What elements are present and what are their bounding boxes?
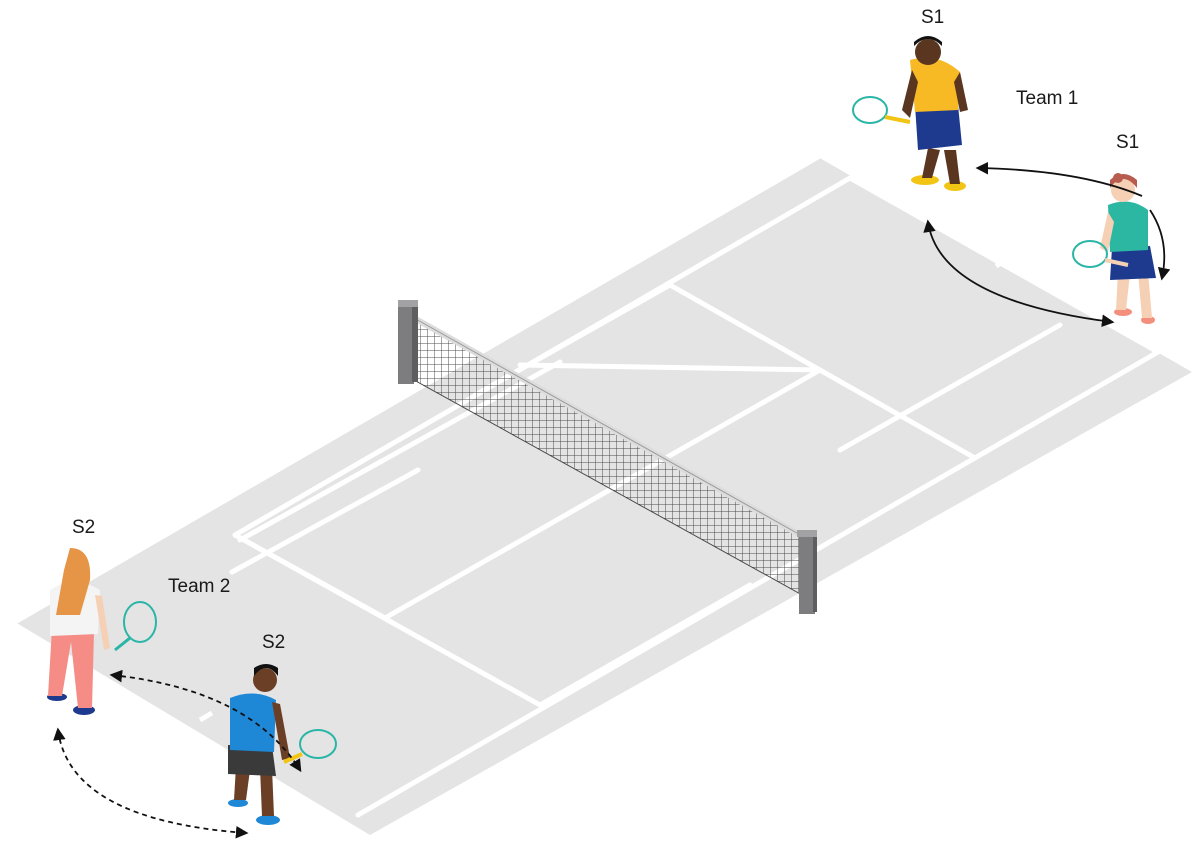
label-team1-server-a: S1 bbox=[921, 7, 944, 28]
label-team2-server-b: S2 bbox=[262, 632, 285, 653]
arrow-team2-bottom bbox=[58, 730, 246, 833]
label-team2: Team 2 bbox=[168, 576, 230, 597]
label-team2-server-a: S2 bbox=[72, 517, 95, 538]
label-team1-server-b: S1 bbox=[1116, 132, 1139, 153]
player-team1-yellow bbox=[853, 36, 968, 191]
paddle-icon bbox=[853, 97, 910, 123]
court bbox=[15, 157, 1192, 835]
net-post-right bbox=[797, 530, 817, 614]
player-team1-teal bbox=[1073, 173, 1156, 324]
label-team1: Team 1 bbox=[1016, 88, 1078, 109]
net-post-left bbox=[398, 300, 418, 384]
